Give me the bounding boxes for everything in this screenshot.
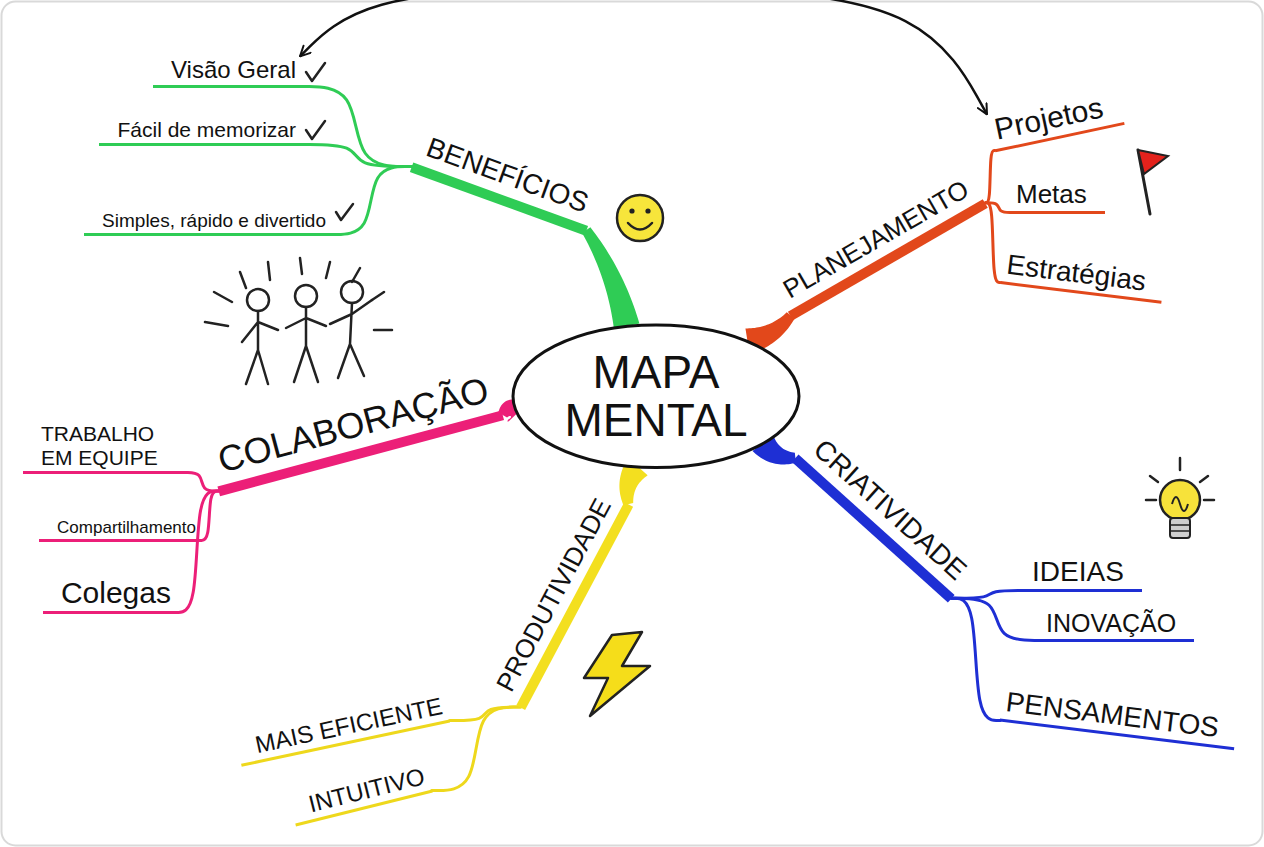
sub-branch-line [175, 491, 219, 612]
branch-topic: BENEFÍCIOS [410, 129, 600, 235]
leaf-topic: IDEIAS [1028, 556, 1142, 592]
branch-topic: PRODUTIVIDADE [487, 487, 632, 710]
sub-branch-line [986, 203, 1001, 283]
relation-arrow [300, 0, 987, 114]
leaf-topic: Simples, rápido e divertido [84, 210, 330, 236]
leaf-label: INOVAÇÃO [1046, 609, 1176, 638]
sub-branch-line [300, 87, 412, 167]
flag [1138, 150, 1168, 214]
leaf-topic: MAIS EFICIENTE [235, 691, 450, 766]
branch-band [582, 227, 639, 329]
leaf-label: Visão Geral [171, 56, 296, 84]
sub-branch-line [330, 167, 412, 235]
leaf-label: Fácil de memorizar [117, 118, 296, 142]
leaf-label: PENSAMENTOS [1004, 687, 1221, 745]
leaf-label: MAIS EFICIENTE [253, 692, 445, 759]
leaf-topic: Fácil de memorizar [99, 118, 300, 146]
leaf-topic: PENSAMENTOS [1000, 686, 1239, 751]
leaf-label: Simples, rápido e divertido [102, 210, 326, 232]
branch-label: BENEFÍCIOS [422, 132, 592, 219]
sub-branch-line [951, 598, 1000, 720]
leaf-label: IDEIAS [1032, 556, 1124, 588]
leaf-topic: TRABALHO EM EQUIPE [23, 422, 185, 474]
leaf-topic: Estratégias [1000, 248, 1165, 304]
leaf-topic: Visão Geral [153, 56, 300, 88]
leaf-label: Estratégias [1004, 249, 1147, 298]
check-mark [336, 204, 353, 220]
branch-label: CRIATIVIDADE [807, 433, 972, 586]
branch-topic: CRIATIVIDADE [792, 428, 978, 602]
leaf-label: Projetos [991, 91, 1106, 148]
leaf-topic: Colegas [43, 576, 175, 615]
leaf-label: INTUITIVO [305, 762, 427, 817]
branch-topic: COLABORAÇÃO [206, 368, 504, 496]
sub-branch-line [951, 598, 1042, 640]
sub-branch-line [432, 707, 521, 790]
central-title: MAPA MENTAL [556, 348, 756, 445]
sub-branch-line [986, 151, 995, 203]
leaf-label: Compartilhamento [57, 518, 196, 538]
branch-label: COLABORAÇÃO [214, 370, 493, 480]
smiley [617, 195, 663, 241]
leaf-topic: INOVAÇÃO [1042, 609, 1194, 642]
leaf-topic: Projetos [987, 87, 1124, 152]
sub-branch-line [300, 145, 412, 167]
stick-figures [205, 258, 392, 384]
branch-label: PLANEJAMENTO [779, 174, 974, 303]
branch-topic: PLANEJAMENTO [772, 170, 988, 319]
leaf-label: TRABALHO EM EQUIPE [41, 422, 181, 470]
leaf-topic: Compartilhamento [39, 518, 200, 542]
check-mark [306, 63, 325, 81]
leaf-topic: INTUITIVO [288, 761, 432, 826]
leaf-topic: Metas [1012, 180, 1105, 214]
branch-label: PRODUTIVIDADE [491, 494, 617, 696]
light-bulb [1146, 458, 1214, 538]
leaf-label: Metas [1016, 180, 1087, 210]
check-mark [306, 121, 325, 139]
leaf-label: Colegas [61, 576, 171, 611]
sub-branch-line [185, 473, 219, 492]
central-topic: MAPA MENTAL [511, 323, 801, 470]
lightning-bolt [584, 632, 650, 716]
